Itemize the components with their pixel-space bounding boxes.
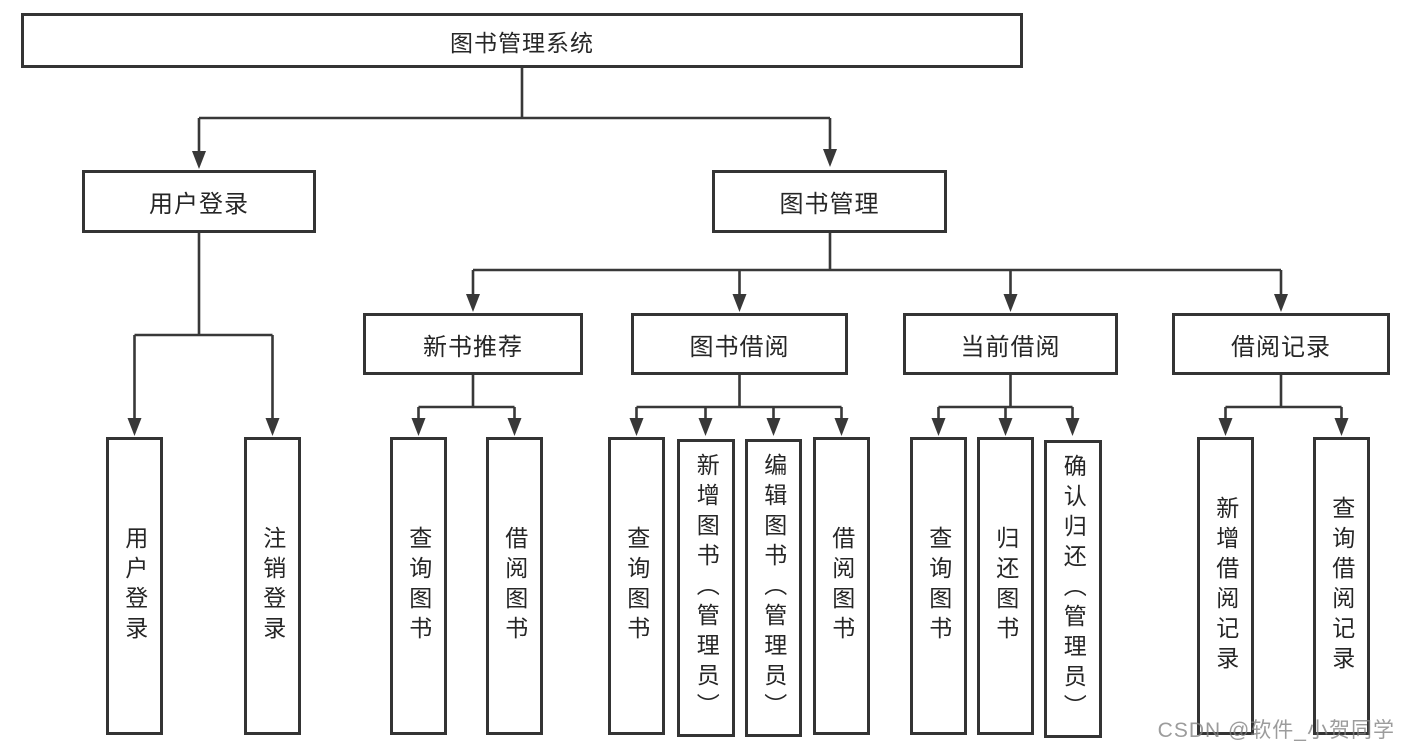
node-label: 用户登录	[121, 526, 148, 646]
connector-book-borrow	[629, 375, 849, 436]
connector-book-management	[466, 233, 1288, 312]
arrowhead-icon	[192, 151, 206, 169]
node-label: 新增借阅记录	[1212, 496, 1239, 676]
leaf-edit-books-admin: 编辑图书（管理员）	[745, 439, 802, 737]
leaf-add-borrow-record: 新增借阅记录	[1197, 437, 1254, 735]
arrowhead-icon	[823, 149, 837, 167]
arrowhead-icon	[732, 294, 747, 312]
node-book-management: 图书管理	[712, 170, 947, 233]
node-label: 借阅图书	[501, 526, 528, 646]
leaf-borrow-books: 借阅图书	[813, 437, 870, 735]
node-label: 当前借阅	[960, 333, 1061, 361]
arrowhead-icon	[1065, 418, 1080, 436]
connector-root	[192, 68, 837, 169]
arrowhead-icon	[834, 418, 849, 436]
node-label: 图书管理系统	[450, 29, 594, 56]
connector-borrow-records	[1218, 375, 1349, 436]
node-label: 归还图书	[992, 526, 1019, 646]
node-label: 借阅记录	[1231, 333, 1331, 361]
connector-user-login	[127, 233, 280, 436]
arrowhead-icon	[265, 418, 280, 436]
leaf-borrow-books-recommend: 借阅图书	[486, 437, 543, 735]
arrowhead-icon	[766, 418, 781, 436]
arrowhead-icon	[998, 418, 1013, 436]
node-system-root: 图书管理系统	[21, 13, 1023, 68]
connector-new-book	[411, 375, 522, 436]
arrowhead-icon	[1334, 418, 1349, 436]
arrowhead-icon	[507, 418, 522, 436]
csdn-watermark: CSDN @软件_小贺同学	[1157, 719, 1395, 742]
node-current-borrow: 当前借阅	[903, 313, 1118, 375]
node-label: 注销登录	[259, 526, 286, 646]
node-label: 图书管理	[779, 191, 880, 218]
arrowhead-icon	[931, 418, 946, 436]
leaf-query-books-recommend: 查询图书	[390, 437, 447, 735]
arrowhead-icon	[411, 418, 426, 436]
arrowhead-icon	[466, 294, 480, 312]
node-label: 查询图书	[623, 526, 650, 646]
leaf-query-books-borrow: 查询图书	[608, 437, 665, 735]
node-label: 用户登录	[149, 191, 249, 218]
node-label: 新书推荐	[423, 333, 523, 361]
node-label: 图书借阅	[689, 333, 790, 361]
node-label: 查询图书	[925, 526, 952, 646]
leaf-query-books-current: 查询图书	[910, 437, 967, 735]
arrowhead-icon	[127, 418, 142, 436]
arrowhead-icon	[698, 418, 713, 436]
leaf-add-books-admin: 新增图书（管理员）	[677, 439, 735, 737]
leaf-return-books: 归还图书	[977, 437, 1034, 735]
node-borrow-records: 借阅记录	[1172, 313, 1390, 375]
leaf-logout: 注销登录	[244, 437, 301, 735]
arrowhead-icon	[1003, 294, 1018, 312]
leaf-user-login: 用户登录	[106, 437, 163, 735]
node-label: 编辑图书（管理员）	[760, 453, 787, 723]
arrowhead-icon	[1218, 418, 1233, 436]
connector-current-borrow	[931, 375, 1080, 436]
node-label: 确认归还（管理员）	[1060, 454, 1087, 724]
leaf-confirm-return-admin: 确认归还（管理员）	[1044, 440, 1102, 738]
node-user-login: 用户登录	[82, 170, 316, 233]
arrowhead-icon	[1274, 294, 1288, 312]
leaf-query-borrow-record: 查询借阅记录	[1313, 437, 1370, 735]
node-new-book-recommend: 新书推荐	[363, 313, 583, 375]
arrowhead-icon	[629, 418, 644, 436]
node-label: 新增图书（管理员）	[693, 453, 720, 723]
node-label: 查询图书	[405, 526, 432, 646]
node-label: 查询借阅记录	[1328, 496, 1355, 676]
node-book-borrow: 图书借阅	[631, 313, 848, 375]
node-label: 借阅图书	[828, 526, 855, 646]
